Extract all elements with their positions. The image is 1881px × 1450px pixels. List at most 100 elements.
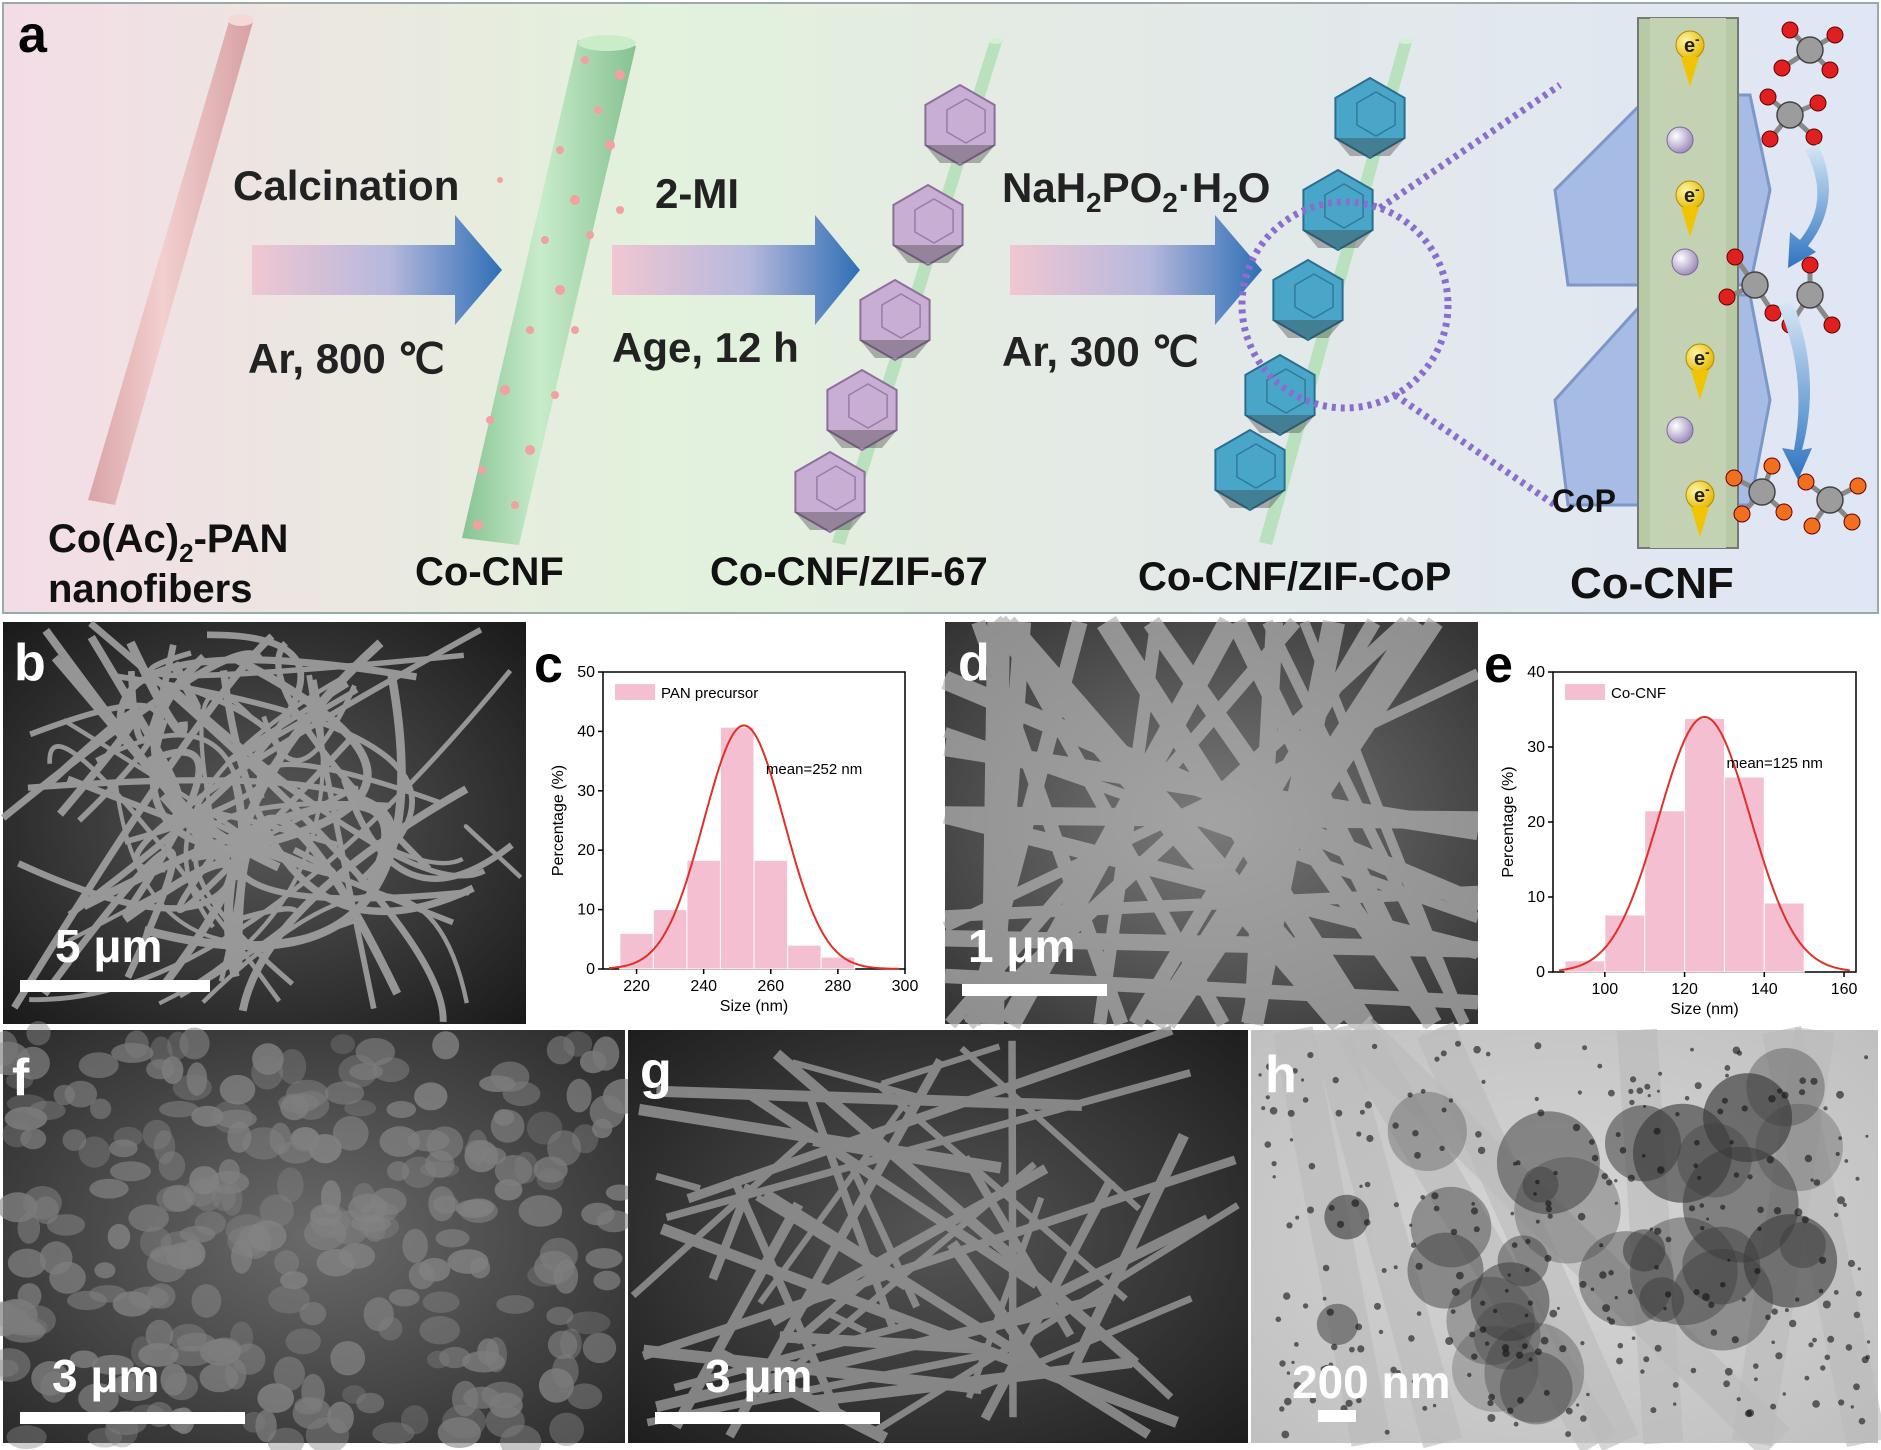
- legend-swatch: [1565, 684, 1605, 700]
- pan-nanofiber: [88, 14, 254, 505]
- zif67-polyhedron: [859, 278, 931, 362]
- y-tick-label: 30: [577, 783, 595, 800]
- step1-bottom: Ar, 800 ℃: [248, 335, 445, 382]
- histogram-bar: [619, 932, 654, 970]
- y-tick-label: 50: [577, 664, 595, 681]
- histogram-bar: [719, 726, 755, 970]
- y-tick-label: 40: [1527, 664, 1545, 681]
- x-tick-label: 260: [757, 978, 784, 995]
- scalebar-g-label: 3 μm: [705, 1350, 812, 1402]
- label-co-cnf: Co-CNF: [415, 550, 564, 594]
- x-tick-label: 280: [825, 978, 852, 995]
- co-cnf-zif-cop: [1214, 38, 1562, 545]
- histogram-bar: [686, 859, 722, 970]
- step2-bottom: Age, 12 h: [612, 324, 799, 371]
- histogram-bar: [1604, 914, 1646, 973]
- label-zoom-co-cnf: Co-CNF: [1570, 559, 1734, 608]
- zoom-inset: e-e-e-e- CoP: [1552, 17, 1867, 549]
- step3-top: NaH2PO2·H2O: [1002, 164, 1270, 218]
- step-arrow-1: [252, 215, 502, 325]
- svg-text:-: -: [1695, 181, 1700, 197]
- histogram-bar: [753, 859, 789, 970]
- zif67-polyhedron: [794, 450, 866, 534]
- molecule-icon: [1718, 248, 1782, 322]
- y-tick-label: 30: [1527, 739, 1545, 756]
- svg-text:-: -: [1695, 31, 1700, 47]
- x-tick-label: 140: [1751, 981, 1778, 998]
- panel-c-label: c: [534, 636, 563, 694]
- electron-icon: e-: [1685, 480, 1715, 537]
- panel-f: f 3 μm: [0, 1020, 646, 1450]
- zif67-polyhedron: [892, 183, 964, 267]
- scalebar-b-label: 5 μm: [55, 920, 162, 972]
- y-tick-label: 0: [586, 961, 595, 978]
- cop-polyhedron: [1214, 428, 1286, 512]
- x-tick-label: 160: [1831, 981, 1858, 998]
- histogram-bar: [1723, 776, 1765, 973]
- x-tick-label: 100: [1591, 981, 1618, 998]
- co-cnf-zif67: [794, 38, 1003, 545]
- zif67-polyhedron: [924, 83, 996, 167]
- histogram-bar: [787, 944, 822, 970]
- scalebar-f-label: 3 μm: [52, 1350, 159, 1402]
- electron-icon: e-: [1685, 343, 1715, 400]
- panel-h-label: h: [1265, 1046, 1297, 1104]
- x-axis-label: Size (nm): [1670, 1001, 1738, 1018]
- step-arrow-3: [1010, 215, 1262, 325]
- y-tick-label: 10: [577, 902, 595, 919]
- histogram-bar: [1684, 718, 1725, 973]
- cop-polyhedron: [1334, 76, 1406, 160]
- legend-label: Co-CNF: [1611, 685, 1666, 702]
- label-co-cnf-zif67: Co-CNF/ZIF-67: [710, 550, 988, 594]
- y-axis-label: Percentage (%): [1500, 766, 1517, 877]
- scalebar-f: [20, 1412, 245, 1424]
- histogram-bar: [1644, 810, 1686, 973]
- panel-d-label: d: [958, 634, 990, 692]
- svg-text:e: e: [1694, 485, 1705, 507]
- svg-text:-: -: [1705, 481, 1710, 497]
- legend-label: PAN precursor: [661, 685, 758, 702]
- svg-text:-: -: [1705, 344, 1710, 360]
- gaussian-fit-line: [1559, 715, 1850, 972]
- x-tick-label: 220: [623, 978, 650, 995]
- panel-d: d 1 μm: [941, 615, 1482, 1031]
- histogram-bar: [820, 956, 856, 970]
- panel-e-label: e: [1484, 636, 1513, 694]
- label-precursor-line1: Co(Ac)2-PAN: [48, 517, 288, 568]
- scalebar-h: [1318, 1410, 1356, 1422]
- svg-text:e: e: [1694, 348, 1705, 370]
- panel-b: b 5 μm: [0, 620, 526, 1024]
- scalebar-h-label: 200 nm: [1292, 1356, 1451, 1408]
- cop-polyhedron: [1302, 168, 1374, 252]
- panel-a: a: [2, 2, 1879, 614]
- molecule-icon: [1725, 457, 1793, 523]
- co-cnf-fiber: [462, 35, 636, 545]
- svg-text:e: e: [1684, 185, 1695, 207]
- y-tick-label: 10: [1527, 889, 1545, 906]
- svg-text:e: e: [1684, 35, 1695, 57]
- electron-icon: e-: [1675, 30, 1705, 87]
- y-tick-label: 40: [577, 723, 595, 740]
- electron-icon: e-: [1675, 180, 1705, 237]
- x-tick-label: 120: [1671, 981, 1698, 998]
- step3-bottom: Ar, 300 ℃: [1002, 328, 1199, 375]
- y-axis-label: Percentage (%): [550, 765, 567, 876]
- scalebar-d-label: 1 μm: [968, 920, 1075, 972]
- x-tick-label: 300: [892, 978, 919, 995]
- cop-polyhedron: [1244, 353, 1316, 437]
- mean-annotation: mean=125 nm: [1727, 755, 1823, 772]
- step-arrow-2: [612, 215, 860, 325]
- molecule-icon: [1759, 88, 1827, 148]
- zif67-polyhedron: [826, 368, 898, 452]
- x-axis-label: Size (nm): [720, 998, 788, 1015]
- label-precursor-line2: nanofibers: [48, 567, 252, 611]
- histogram-bar: [1763, 902, 1805, 973]
- step2-top: 2-MI: [655, 170, 739, 217]
- gaussian-fit-line: [608, 724, 900, 970]
- scalebar-d: [962, 984, 1107, 996]
- y-tick-label: 20: [1527, 814, 1545, 831]
